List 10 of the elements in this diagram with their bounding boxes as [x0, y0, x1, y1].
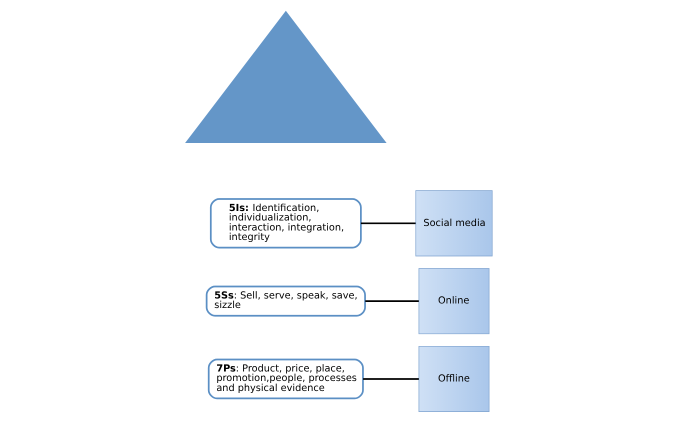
node-box: 5Ss: Sell, serve, speak, save, sizzle	[205, 286, 366, 317]
node-box: 7Ps: Product, price, place, promotion,people, processes and physical evidence	[207, 358, 364, 400]
node-box: Social media	[414, 190, 492, 256]
node-box: 5Is: Identification, individualization, interaction, integration, integrity	[209, 198, 362, 248]
connector	[360, 222, 416, 224]
node-triangle	[184, 10, 386, 144]
node-box: Offline	[418, 346, 489, 412]
connector	[362, 378, 418, 380]
node-box: Online	[418, 268, 489, 334]
connector	[364, 300, 418, 302]
